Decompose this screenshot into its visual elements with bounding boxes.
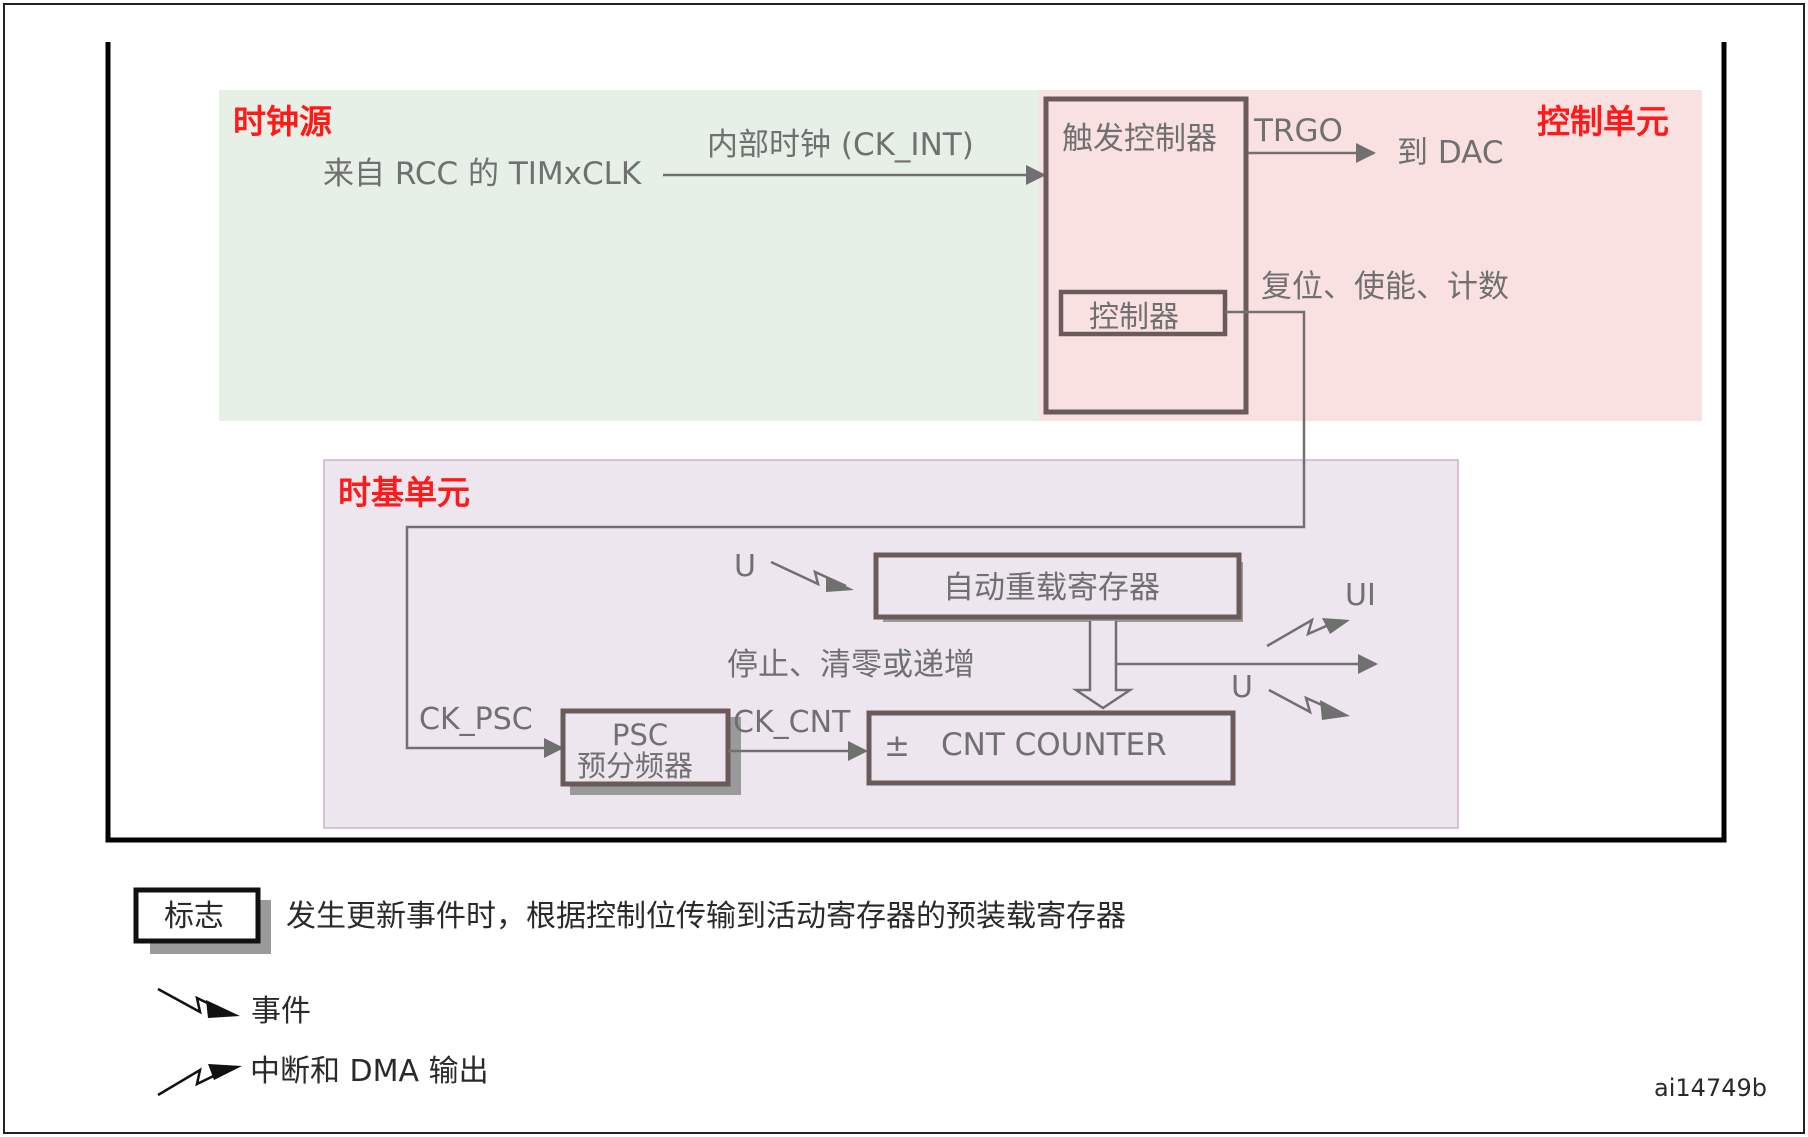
ck-cnt-label: CK_CNT [733,705,851,740]
psc-label: PSC [612,718,668,752]
legend-interrupt-icon-head [208,1064,242,1080]
reset-enable-count-label: 复位、使能、计数 [1261,269,1509,305]
to-dac-label: 到 DAC [1397,135,1504,171]
legend-interrupt-dma-label: 中断和 DMA 输出 [250,1054,489,1089]
ck-psc-label: CK_PSC [419,702,533,737]
reload-to-counter-arrow [1071,621,1135,710]
legend-event-icon-head [206,1000,240,1018]
cnt-counter-label: CNT COUNTER [941,727,1167,763]
prescaler-box [560,708,731,787]
outer-frame [3,3,1805,1134]
counter-box [866,710,1236,786]
trgo-label: TRGO [1253,113,1343,149]
auto-reload-label: 自动重载寄存器 [943,570,1160,606]
clock-source-title: 时钟源 [233,102,332,141]
legend-flag-description: 发生更新事件时，根据控制位传输到活动寄存器的预装载寄存器 [286,899,1126,934]
prescaler-label: 预分频器 [577,749,693,783]
interrupt-icon [1266,617,1341,648]
legend-flag-label: 标志 [164,899,224,934]
trigger-controller-label: 触发控制器 [1062,121,1217,157]
event-icon-top-head [826,576,854,592]
rcc-clock-label: 来自 RCC 的 TIMxCLK [323,156,642,192]
update-event-label-right: U [1231,670,1253,705]
ui-label: UI [1345,578,1376,613]
plus-minus-sign: ± [884,728,910,764]
legend-interrupt-icon [157,1067,227,1097]
legend-event-label: 事件 [251,994,311,1029]
controller-to-psc-line [405,310,1306,758]
figure-id: ai14749b [1654,1074,1767,1102]
time-base-title: 时基单元 [338,473,470,512]
trigger-controller-box [1043,96,1249,415]
controller-label: 控制器 [1089,300,1179,335]
stop-clear-label: 停止、清零或递增 [727,647,975,683]
interrupt-icon-head [1322,618,1350,634]
auto-reload-register [873,552,1242,620]
update-event-label-top: U [734,549,756,584]
event-icon-right-head [1320,700,1350,720]
clock-source-region [219,90,1039,421]
control-unit-title: 控制单元 [1537,102,1669,141]
internal-clock-label: 内部时钟 (CK_INT) [707,127,974,163]
timer-enclosure [105,42,1727,843]
legend-flag-box [133,887,261,944]
